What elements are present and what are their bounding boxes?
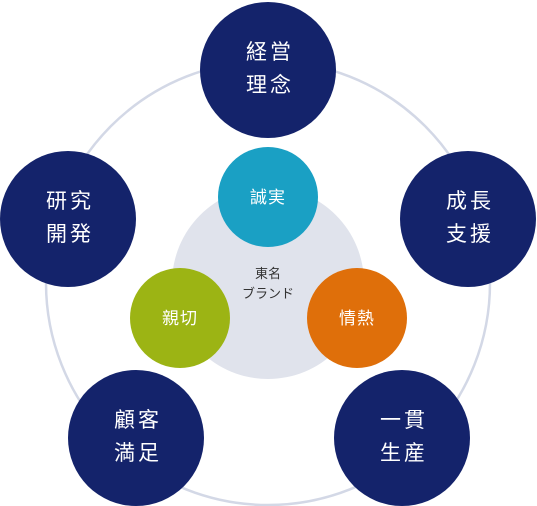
svg-text:顧客: 顧客 — [114, 408, 162, 432]
inner-node-sincerity: 誠実 — [218, 147, 318, 247]
svg-text:情熱: 情熱 — [339, 309, 375, 329]
outer-node-growth-support: 成長 支援 — [400, 151, 536, 287]
outer-node-research-development: 研究 開発 — [0, 151, 136, 287]
svg-text:親切: 親切 — [162, 309, 198, 329]
svg-text:支援: 支援 — [446, 222, 494, 246]
svg-text:成長: 成長 — [446, 189, 494, 213]
svg-text:生産: 生産 — [380, 441, 428, 465]
outer-node-customer-satisfaction: 顧客 満足 — [68, 370, 204, 506]
outer-node-management-philosophy: 経営 理念 — [200, 2, 336, 138]
svg-text:研究: 研究 — [46, 189, 94, 213]
center-label-line2: ブランド — [242, 286, 294, 302]
svg-text:一貫: 一貫 — [380, 408, 428, 432]
svg-text:経営: 経営 — [246, 40, 294, 64]
svg-text:満足: 満足 — [114, 441, 162, 465]
inner-node-kindness: 親切 — [130, 268, 230, 368]
center-label-line1: 東名 — [255, 266, 281, 282]
inner-node-passion: 情熱 — [307, 268, 407, 368]
svg-text:誠実: 誠実 — [250, 188, 286, 208]
svg-text:理念: 理念 — [246, 73, 294, 97]
outer-node-integrated-production: 一貫 生産 — [334, 370, 470, 506]
svg-text:開発: 開発 — [46, 222, 94, 246]
